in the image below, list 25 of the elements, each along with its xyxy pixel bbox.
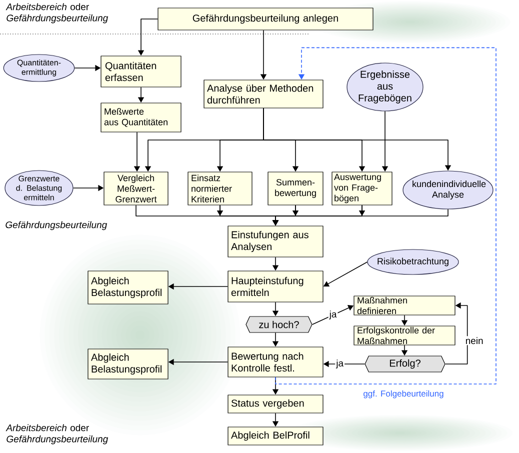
dashed-arrow — [275, 47, 496, 384]
process-box: Quantitäten erfassen — [100, 56, 182, 88]
edge-label: nein — [464, 336, 484, 346]
process-box: Summen- bewertung — [268, 172, 324, 206]
process-box: Abgleich BelProfil — [228, 426, 324, 446]
edge-label: ja — [328, 310, 338, 320]
process-box: Vergleich Meßwert- Grenzwert — [104, 172, 168, 206]
process-box: Abgleich Belastungsprofil — [88, 270, 168, 304]
process-box: Erfolgskontrolle der Maßnahmen — [354, 326, 456, 346]
edge-label: ja — [335, 358, 345, 370]
lane-label: Arbeitsbereich oder Gefährdungsbeurteilung — [6, 3, 108, 24]
process-box: Gefährdungsbeurteilung anlegen — [158, 8, 374, 30]
process-box: Auswertung von Frage- bögen — [332, 172, 392, 206]
process-box: Abgleich Belastungsprofil — [88, 348, 168, 380]
lane-label: Arbeitsbereich oder Gefährdungsbeurteilung — [6, 424, 108, 444]
lane-label: Gefährdungsbeurteilung — [6, 221, 108, 230]
process-box: Haupteinstufung ermitteln — [228, 270, 324, 302]
process-box: Status vergeben — [228, 394, 324, 414]
process-box: Bewertung nach Kontrolle festl. — [228, 346, 324, 378]
process-box: Einsatz normierter Kriterien — [188, 172, 252, 206]
edge-label: ggf. Folgebeurteilung — [362, 389, 445, 400]
process-box: Meßwerte aus Quantitäten — [100, 102, 182, 132]
process-box: Analyse über Methoden durchführen — [204, 80, 324, 108]
process-box: Maßnahmen definieren — [354, 296, 456, 316]
process-box: Einstufungen aus Analysen — [228, 226, 324, 258]
